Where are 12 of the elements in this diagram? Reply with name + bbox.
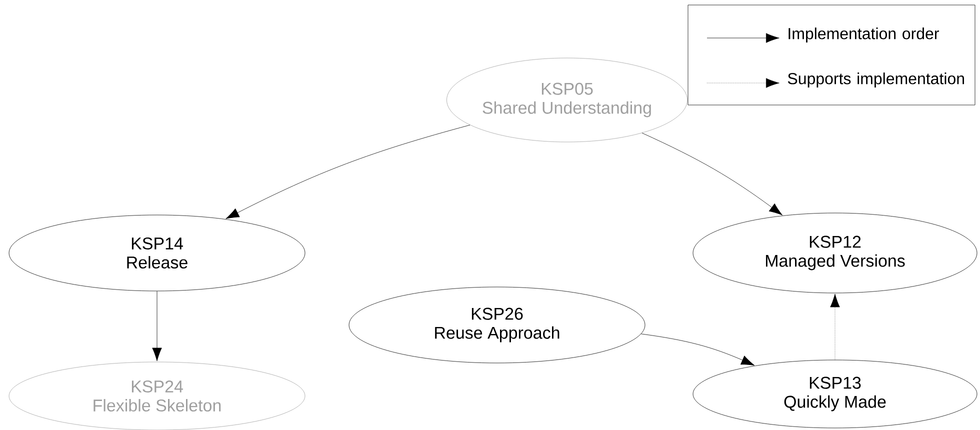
- arrow: [640, 334, 755, 366]
- ellipse-node: KSP26 Reuse Approach: [348, 286, 646, 364]
- ellipse-node: KSP13 Quickly Made: [692, 360, 978, 428]
- arrow: [642, 132, 782, 216]
- ellipse-node: KSP12 Managed Versions: [692, 212, 978, 294]
- ellipse-node: KSP05 Shared Understanding: [446, 58, 688, 142]
- arrow: [830, 294, 840, 360]
- legend-text: Implementation order: [788, 28, 939, 42]
- arrow: [226, 124, 470, 219]
- ellipse-node: KSP14 Release: [8, 214, 306, 292]
- legend-text: Supports implementation: [788, 72, 964, 88]
- arrow: [152, 291, 162, 362]
